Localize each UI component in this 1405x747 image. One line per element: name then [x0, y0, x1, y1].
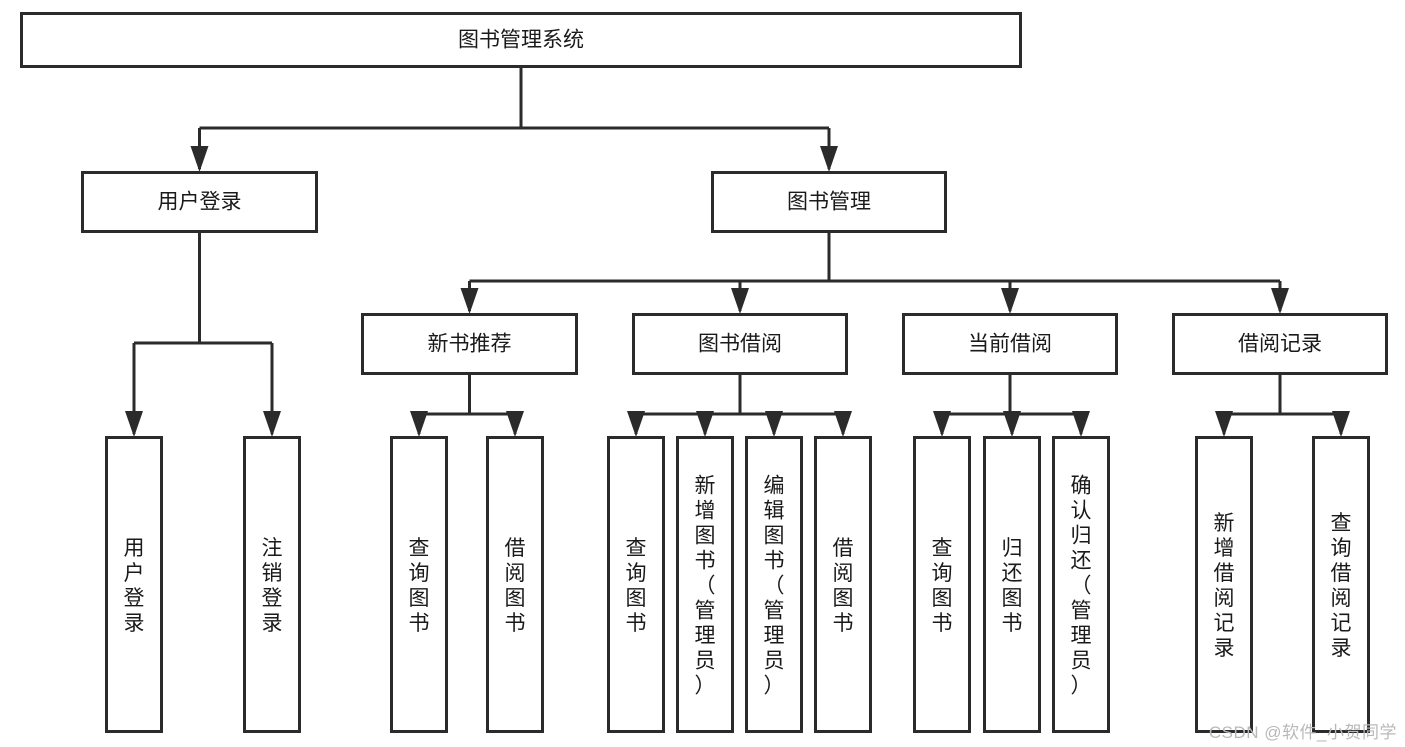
node-new-book-recommend[interactable]: 新书推荐 — [361, 313, 578, 375]
watermark-label: CSDN @软件_小贺同学 — [1208, 723, 1397, 742]
node-box[interactable] — [814, 436, 872, 733]
arrow-head-icon — [627, 411, 645, 437]
node-root[interactable]: 图书管理系统 — [20, 12, 1022, 68]
node-label: 编辑图书（管理员） — [764, 474, 785, 697]
node-user-login[interactable]: 用户登录 — [81, 171, 318, 233]
node-leaf-confirm-return-admin[interactable]: 确认归还（管理员） — [1052, 436, 1110, 733]
node-layer: 图书管理系统用户登录图书管理新书推荐图书借阅当前借阅借阅记录用户登录注销登录查询… — [20, 12, 1388, 733]
node-box[interactable] — [607, 436, 665, 733]
node-label: 借阅图书 — [505, 537, 526, 635]
node-box[interactable] — [361, 313, 578, 375]
node-label: 查询图书 — [409, 537, 430, 635]
node-leaf-borrow-book-recommend[interactable]: 借阅图书 — [486, 436, 544, 733]
node-label: 图书借阅 — [698, 333, 782, 356]
node-box[interactable] — [983, 436, 1041, 733]
arrow-head-icon — [460, 288, 479, 314]
arrow-head-icon — [696, 411, 714, 437]
node-label: 新书推荐 — [428, 333, 512, 356]
node-book-management[interactable]: 图书管理 — [711, 171, 947, 233]
arrow-head-icon — [1215, 411, 1233, 437]
node-leaf-query-book-current[interactable]: 查询图书 — [913, 436, 971, 733]
arrow-head-icon — [410, 411, 428, 437]
arrow-head-icon — [1003, 411, 1021, 437]
node-label: 注销登录 — [262, 537, 283, 635]
node-box[interactable] — [632, 313, 848, 375]
node-box[interactable] — [486, 436, 544, 733]
arrow-head-icon — [820, 146, 838, 172]
node-borrow-record[interactable]: 借阅记录 — [1172, 313, 1388, 375]
node-box[interactable] — [243, 436, 301, 733]
node-leaf-query-book-borrow[interactable]: 查询图书 — [607, 436, 665, 733]
node-leaf-add-book-admin[interactable]: 新增图书（管理员） — [676, 436, 734, 733]
node-box[interactable] — [1195, 436, 1253, 733]
node-box[interactable] — [745, 436, 803, 733]
node-label: 新增借阅记录 — [1214, 512, 1235, 660]
node-label: 用户登录 — [158, 191, 242, 214]
node-leaf-query-book-recommend[interactable]: 查询图书 — [390, 436, 448, 733]
node-label: 借阅图书 — [833, 537, 854, 635]
node-leaf-borrow-book[interactable]: 借阅图书 — [814, 436, 872, 733]
node-leaf-add-borrow-record[interactable]: 新增借阅记录 — [1195, 436, 1253, 733]
node-book-borrow[interactable]: 图书借阅 — [632, 313, 848, 375]
node-label: 查询图书 — [932, 537, 953, 635]
node-label: 确认归还（管理员） — [1071, 474, 1092, 697]
arrow-head-icon — [506, 411, 524, 437]
node-label: 归还图书 — [1002, 537, 1023, 635]
node-label: 借阅记录 — [1238, 333, 1322, 356]
node-box[interactable] — [711, 171, 947, 233]
arrow-head-icon — [263, 411, 281, 437]
node-leaf-user-login[interactable]: 用户登录 — [105, 436, 163, 733]
node-label: 新增图书（管理员） — [695, 474, 716, 697]
node-leaf-logout-login[interactable]: 注销登录 — [243, 436, 301, 733]
arrow-head-icon — [1001, 288, 1019, 314]
node-label: 当前借阅 — [968, 333, 1052, 356]
node-box[interactable] — [1312, 436, 1370, 733]
node-leaf-query-borrow-record[interactable]: 查询借阅记录 — [1312, 436, 1370, 733]
arrow-head-icon — [1332, 411, 1350, 437]
node-box[interactable] — [1172, 313, 1388, 375]
node-box[interactable] — [902, 313, 1118, 375]
node-label: 用户登录 — [124, 537, 145, 635]
arrow-head-icon — [190, 146, 209, 172]
node-label: 查询图书 — [626, 537, 647, 635]
node-box[interactable] — [676, 436, 734, 733]
node-box[interactable] — [390, 436, 448, 733]
arrow-head-icon — [1271, 288, 1289, 314]
arrow-head-icon — [765, 411, 783, 437]
node-label: 图书管理系统 — [458, 29, 584, 52]
node-current-borrow[interactable]: 当前借阅 — [902, 313, 1118, 375]
arrow-head-icon — [933, 411, 951, 437]
connector-layer — [125, 68, 1350, 437]
arrow-head-icon — [125, 411, 143, 437]
arrow-head-icon — [1072, 411, 1090, 437]
node-box[interactable] — [913, 436, 971, 733]
node-label: 查询借阅记录 — [1331, 512, 1352, 660]
arrow-head-icon — [834, 411, 852, 437]
node-box[interactable] — [1052, 436, 1110, 733]
node-leaf-edit-book-admin[interactable]: 编辑图书（管理员） — [745, 436, 803, 733]
node-box[interactable] — [105, 436, 163, 733]
node-label: 图书管理 — [787, 191, 871, 214]
arrow-head-icon — [731, 288, 749, 314]
node-box[interactable] — [20, 12, 1022, 68]
node-leaf-return-book[interactable]: 归还图书 — [983, 436, 1041, 733]
node-box[interactable] — [81, 171, 318, 233]
